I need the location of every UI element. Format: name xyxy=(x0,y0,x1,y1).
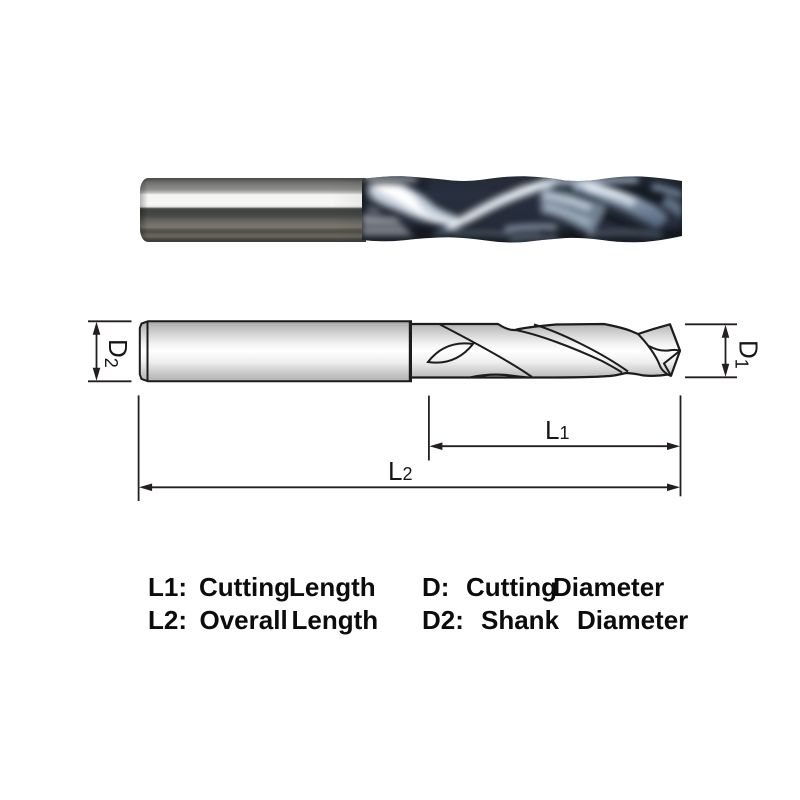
svg-text:L1: L1 xyxy=(545,415,569,445)
svg-text:D1: D1 xyxy=(732,340,764,369)
svg-text:D2: D2 xyxy=(101,339,133,368)
svg-text:L2: L2 xyxy=(388,456,412,486)
